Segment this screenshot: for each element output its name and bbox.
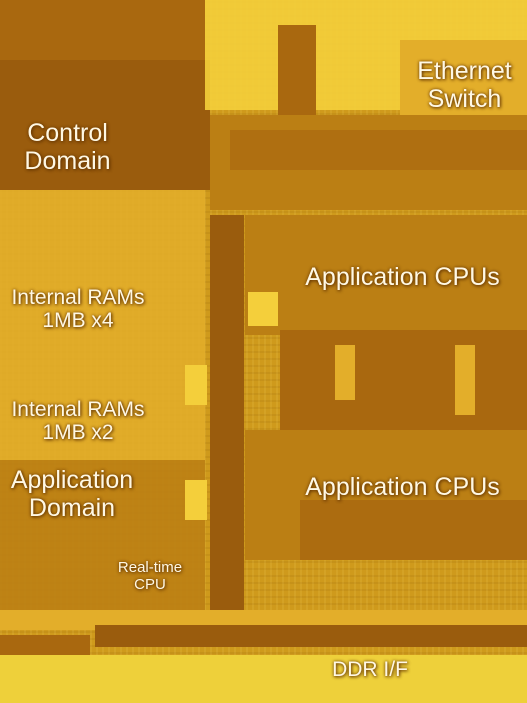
die-block [245,215,527,335]
label-line: Switch [427,84,502,113]
label-realtime-cpu: Real-time CPU [100,559,200,593]
die-block [0,190,205,460]
die-block [230,130,527,170]
label-ethernet-switch: Ethernet Switch [402,57,527,113]
label-ddr-if: DDR I/F [310,658,430,681]
die-block [0,60,210,190]
label-line: Real-time [117,559,183,576]
label-application-domain: Application Domain [0,466,152,522]
label-application-cpus-bottom: Application CPUs [278,473,527,502]
label-line: Ethernet [417,57,512,85]
label-internal-rams-2: Internal RAMs 1MB x2 [0,398,168,444]
die-block [248,292,278,326]
label-application-cpus-top: Application CPUs [278,263,527,292]
die-block [280,330,527,430]
die-block [300,500,527,560]
label-control-domain: Control Domain [0,119,135,175]
label-line: 1MB x2 [42,421,114,445]
label-line: Domain [28,493,116,522]
die-block [0,0,205,60]
label-line: Control [27,119,108,147]
die-block [185,365,207,405]
label-internal-rams-4: Internal RAMs 1MB x4 [0,286,168,332]
die-block [210,215,244,615]
label-line: CPU [134,575,166,593]
die-io-ring [0,655,527,703]
label-line: Internal RAMs [11,286,145,309]
die-block [95,625,527,647]
label-line: 1MB x4 [42,309,114,333]
die-block [0,460,205,610]
label-line: Domain [24,146,111,175]
label-line: Application CPUs [305,473,500,501]
die-block [335,345,355,400]
label-line: Internal RAMs [11,398,145,421]
label-line: Application [10,466,134,494]
label-line: DDR I/F [332,658,408,681]
die-block [185,480,207,520]
die-block [455,345,475,415]
label-line: Application CPUs [305,263,500,291]
die-block [0,635,90,655]
